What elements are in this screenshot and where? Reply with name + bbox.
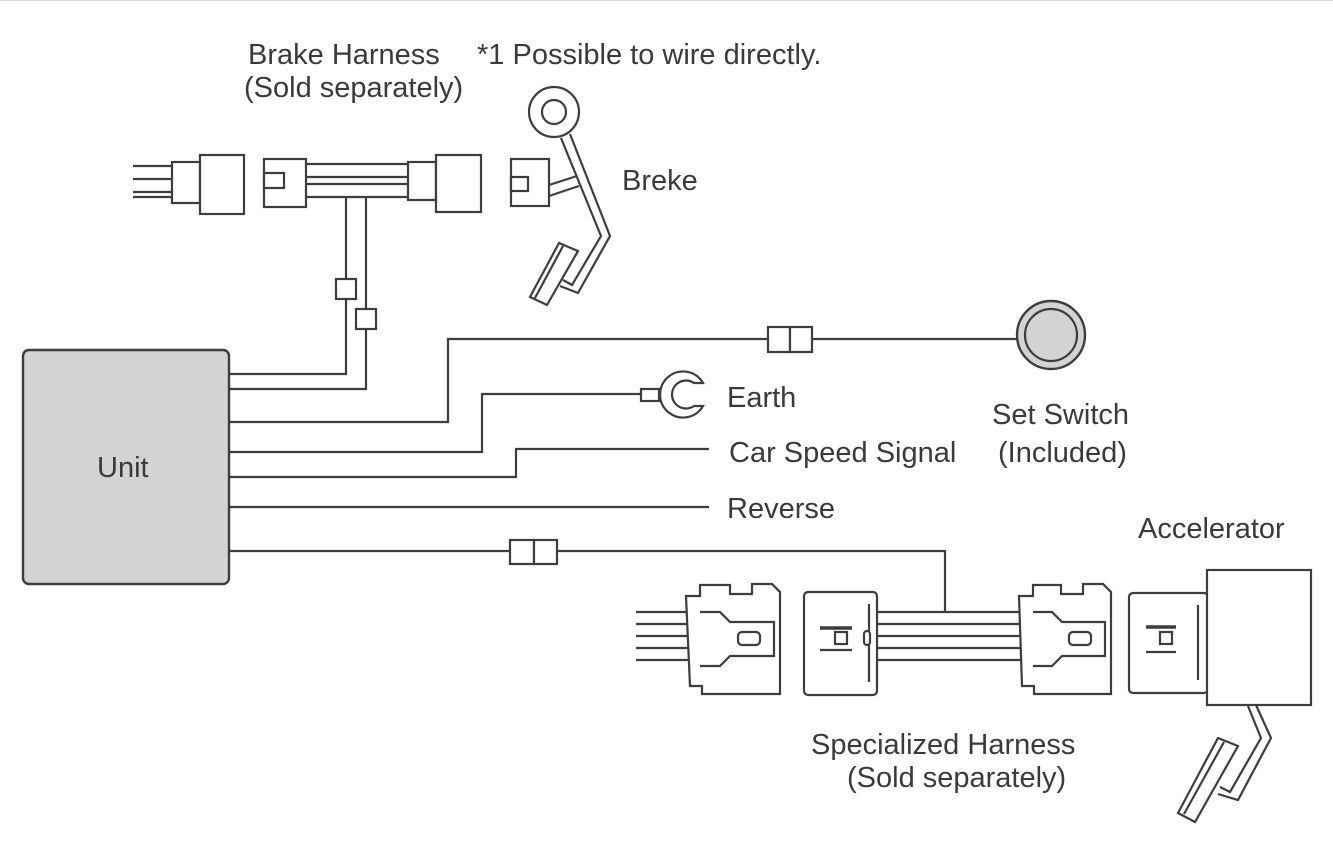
earth-terminal-icon	[659, 370, 705, 419]
accelerator-pedal-icon	[1176, 568, 1313, 824]
set-switch-included-label: (Included)	[998, 437, 1127, 469]
brake-harness-wires	[306, 162, 408, 199]
top-border	[0, 0, 1333, 1]
unit-label: Unit	[97, 452, 149, 484]
brake-pedal-icon	[509, 85, 612, 307]
set-switch-label: Set Switch	[992, 399, 1129, 431]
set-switch-icon	[1015, 299, 1087, 371]
specialized-harness-label: Specialized Harness	[811, 729, 1075, 761]
accelerator-label: Accelerator	[1138, 513, 1285, 545]
direct-wire-note: *1 Possible to wire directly.	[477, 39, 821, 71]
brake-harness-right-connector	[406, 153, 483, 214]
reverse-label: Reverse	[727, 493, 835, 525]
specialized-harness-left-plug	[636, 582, 782, 696]
unit-box	[21, 348, 231, 586]
specialized-harness-sold-separately-label: (Sold separately)	[847, 762, 1066, 794]
specialized-harness-left-socket	[802, 590, 879, 697]
specialized-harness-wire	[230, 538, 947, 612]
car-speed-signal-label: Car Speed Signal	[729, 437, 956, 469]
brake-harness-sold-separately-label: (Sold separately)	[244, 72, 463, 104]
set-switch-wire	[230, 325, 1018, 424]
accelerator-socket	[1127, 591, 1210, 695]
earth-wire	[230, 387, 661, 454]
brake-harness-label: Brake Harness	[248, 39, 440, 71]
specialized-harness-wires	[877, 610, 1020, 662]
specialized-harness-right-plug	[1017, 582, 1113, 696]
car-speed-signal-wire	[230, 447, 709, 479]
earth-label: Earth	[727, 382, 796, 414]
brake-harness-drop-wires	[230, 197, 378, 391]
brake-harness-left-connector	[133, 153, 246, 216]
brake-label: Breke	[622, 165, 698, 197]
brake-harness-connector-female	[262, 157, 308, 209]
